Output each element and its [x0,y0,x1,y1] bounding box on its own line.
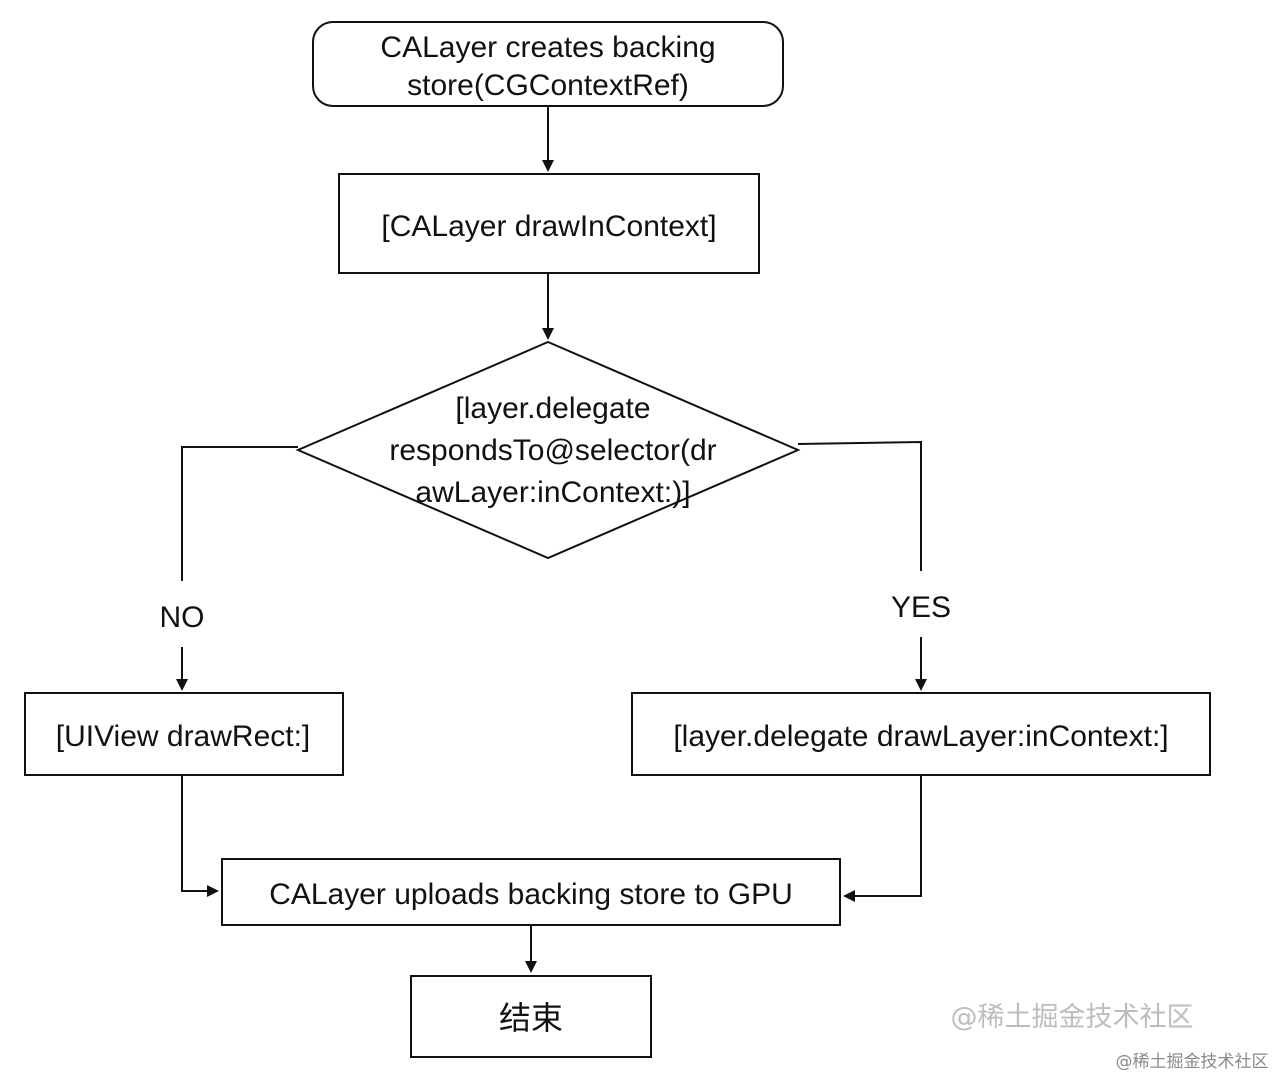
start-node: CALayer creates backing store(CGContextR… [312,21,784,107]
watermark-large: @稀土掘金技术社区 [951,1002,1194,1033]
upload-label: CALayer uploads backing store to GPU [269,878,793,911]
yes-label: YES [891,591,951,624]
start-node-line1: CALayer creates backing [380,31,715,64]
delegate-draw-layer-node: [layer.delegate drawLayer:inContext:] [631,692,1211,776]
draw-in-context-node: [CALayer drawInContext] [338,173,760,274]
start-node-line2: store(CGContextRef) [407,69,689,102]
delegate-draw-layer-label: [layer.delegate drawLayer:inContext:] [673,720,1168,753]
uiview-draw-rect-label: [UIView drawRect:] [56,720,311,753]
decision-line2: respondsTo@selector(dr [389,434,716,467]
draw-in-context-label: [CALayer drawInContext] [381,210,716,243]
arrow-delegate-to-upload [843,775,922,902]
connector-yes-branch-upper [797,440,922,571]
decision-line1: [layer.delegate [455,392,650,425]
end-node: 结束 [410,975,652,1058]
no-label: NO [160,601,205,634]
decision-node: [layer.delegate respondsTo@selector(dr a… [295,340,801,560]
watermark-small: @稀土掘金技术社区 [1116,1052,1269,1072]
uiview-draw-rect-node: [UIView drawRect:] [24,692,344,776]
connector-no-branch-upper [181,446,298,581]
decision-line3: awLayer:inContext:)] [415,476,690,509]
arrow-uiview-to-upload [181,775,219,897]
upload-node: CALayer uploads backing store to GPU [221,858,841,926]
end-label: 结束 [499,1000,563,1036]
